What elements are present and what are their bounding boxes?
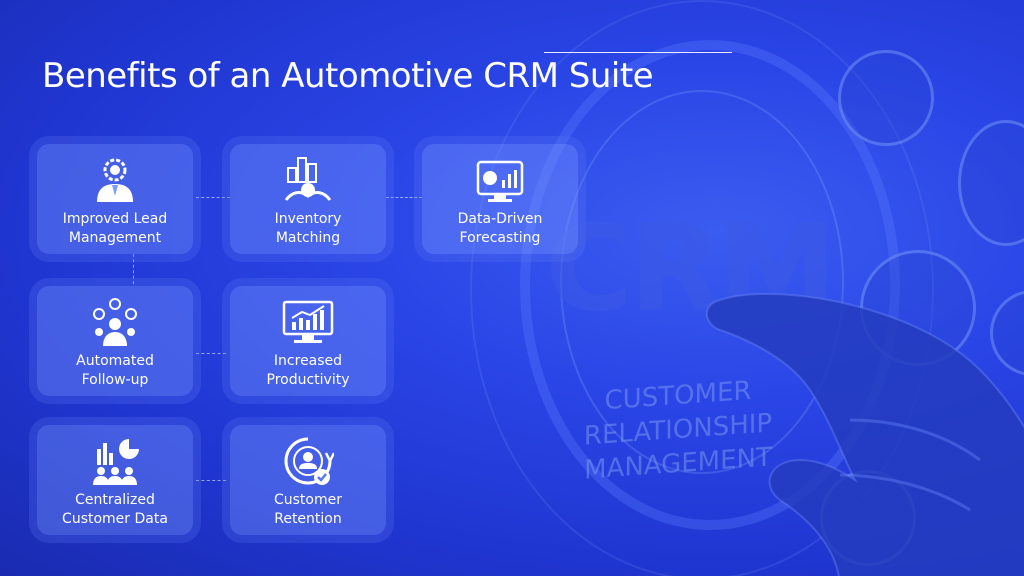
card-label: Increased Productivity bbox=[266, 353, 350, 388]
title-accent-line bbox=[544, 52, 732, 53]
dashboard-chart-icon bbox=[476, 160, 524, 202]
background-ring bbox=[560, 90, 844, 474]
connector-line bbox=[196, 197, 230, 198]
team-followup-icon bbox=[93, 298, 137, 346]
card-label: Customer Retention bbox=[273, 492, 342, 527]
customer-retention-icon bbox=[284, 437, 334, 485]
card-label: Centralized Customer Data bbox=[62, 492, 168, 527]
card-label: Automated Follow-up bbox=[76, 353, 154, 388]
card-label: Inventory Matching bbox=[274, 211, 342, 246]
manager-gear-icon bbox=[97, 158, 133, 202]
benefit-card-inventory-matching: Inventory Matching bbox=[230, 144, 386, 254]
slide-title: Benefits of an Automotive CRM Suite bbox=[42, 56, 654, 96]
connector-line bbox=[196, 480, 226, 481]
card-label: Data-Driven Forecasting bbox=[457, 211, 543, 246]
benefit-card-customer-retention: Customer Retention bbox=[230, 425, 386, 535]
pointing-hand-icon bbox=[705, 293, 1024, 576]
benefit-card-forecasting: Data-Driven Forecasting bbox=[422, 144, 578, 254]
connector-line bbox=[133, 254, 134, 284]
people-bubble-icon bbox=[838, 50, 934, 146]
customer-data-chart-icon bbox=[93, 439, 139, 485]
monitor-bar-chart-icon bbox=[282, 300, 334, 343]
benefit-card-customer-data: Centralized Customer Data bbox=[37, 425, 193, 535]
benefit-card-productivity: Increased Productivity bbox=[230, 286, 386, 396]
benefit-card-lead-management: Improved Lead Management bbox=[37, 144, 193, 254]
benefit-card-automated-followup: Automated Follow-up bbox=[37, 286, 193, 396]
connector-line bbox=[386, 197, 422, 198]
inventory-handshake-icon bbox=[284, 157, 332, 201]
card-label: Improved Lead Management bbox=[62, 211, 168, 246]
connector-line bbox=[196, 353, 226, 354]
profile-document-bubble-icon bbox=[958, 120, 1024, 246]
